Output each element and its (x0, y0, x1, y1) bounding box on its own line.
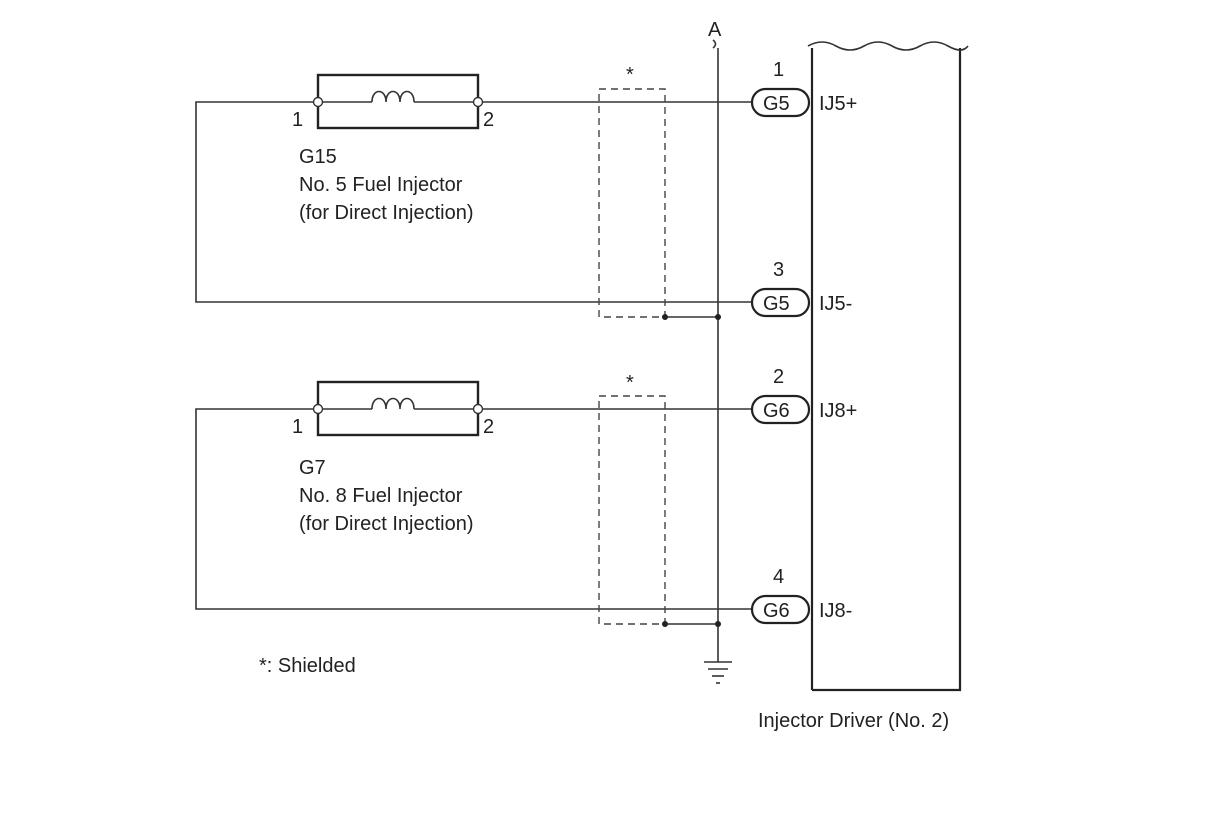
terminal-connector-code: G5 (763, 93, 790, 115)
terminal-signal-name: IJ8+ (819, 400, 857, 422)
injector-driver-block: Injector Driver (No. 2) (758, 41, 969, 732)
injector-g7-code: G7 (299, 457, 326, 479)
shield-legend: *: Shielded (259, 655, 356, 677)
injector-g15: 1 2 G15 No. 5 Fuel Injector (for Direct … (292, 73, 494, 224)
terminal-pin-number: 2 (773, 366, 784, 388)
injector-g15-pin-right: 2 (483, 109, 494, 131)
terminal-connector-code: G5 (763, 293, 790, 315)
injector-g15-subtitle: (for Direct Injection) (299, 202, 474, 224)
injector-g7-subtitle: (for Direct Injection) (299, 513, 474, 535)
injector-g7-coil-icon (371, 397, 415, 410)
shield-2-marker: * (626, 372, 634, 394)
injector-driver-label: Injector Driver (No. 2) (758, 710, 949, 732)
terminal-pin-number: 4 (773, 566, 784, 588)
injector-g7-pin-left: 1 (292, 416, 303, 438)
terminal-ij8-minus: 4 G6 IJ8- (750, 566, 852, 625)
terminal-signal-name: IJ5- (819, 293, 852, 315)
terminal-ij5-plus: 1 G5 IJ5+ (750, 59, 857, 118)
ground-line-label: A (708, 19, 722, 41)
terminal-signal-name: IJ5+ (819, 93, 857, 115)
injector-g7: 1 2 G7 No. 8 Fuel Injector (for Direct I… (292, 380, 494, 535)
terminal-signal-name: IJ8- (819, 600, 852, 622)
injector-g15-name: No. 5 Fuel Injector (299, 174, 463, 196)
shield-1-marker: * (626, 64, 634, 86)
terminal-connector-code: G6 (763, 600, 790, 622)
injector-g15-code: G15 (299, 146, 337, 168)
injector-g15-coil-icon (371, 90, 415, 103)
injector-g7-name: No. 8 Fuel Injector (299, 485, 463, 507)
terminal-ij8-plus: 2 G6 IJ8+ (750, 366, 857, 425)
terminal-pin-number: 1 (773, 59, 784, 81)
terminal-ij5-minus: 3 G5 IJ5- (750, 259, 852, 318)
ground-line-a: A (704, 19, 732, 684)
terminal-connector-code: G6 (763, 400, 790, 422)
injector-g15-pin-left: 1 (292, 109, 303, 131)
terminal-pin-number: 3 (773, 259, 784, 281)
shield-2: * (598, 372, 721, 627)
shield-1: * (598, 64, 721, 320)
injector-g7-pin-right: 2 (483, 416, 494, 438)
